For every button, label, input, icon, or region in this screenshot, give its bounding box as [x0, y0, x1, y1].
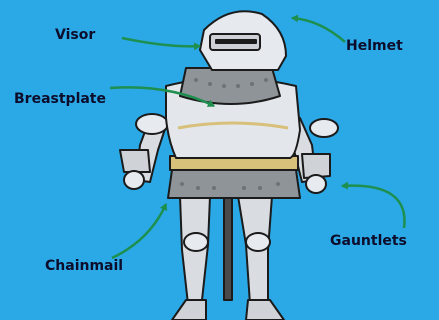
visor-label: Visor — [55, 27, 95, 43]
helmet-label: Helmet — [346, 38, 403, 54]
left-fist — [124, 171, 144, 189]
left-foot — [172, 300, 206, 320]
helmet-arrow — [292, 18, 345, 42]
right-knee — [246, 233, 270, 251]
left-gauntlet — [120, 150, 150, 172]
visor-eye-slit — [216, 40, 256, 43]
breastplate-label: Breastplate — [14, 91, 106, 107]
gauntlets-label: Gauntlets — [330, 233, 407, 249]
gauntlets-arrow — [342, 186, 404, 228]
visor-arrow — [122, 38, 200, 46]
chainmail-skirt — [168, 170, 300, 198]
left-knee — [184, 233, 208, 251]
chainmail-label: Chainmail — [45, 258, 123, 274]
right-fist — [306, 175, 326, 193]
left-pauldron — [136, 114, 168, 134]
sword-scabbard — [224, 196, 232, 300]
chainmail-arrow — [112, 204, 166, 258]
right-pauldron — [310, 119, 338, 137]
right-foot — [246, 300, 284, 320]
